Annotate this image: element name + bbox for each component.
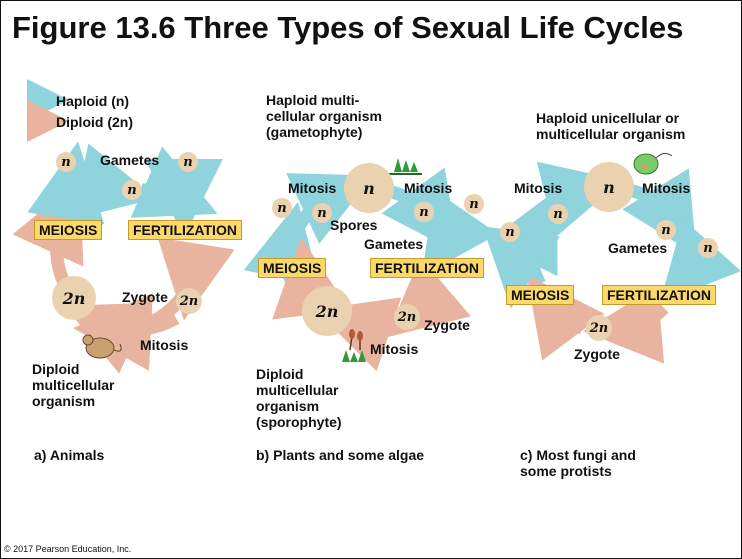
gametophyte-moss-illustration <box>388 158 422 174</box>
plants-mitosis-left-label: Mitosis <box>288 180 336 196</box>
plants-diploid-organism-label: Diploid multicellular organism (sporophy… <box>256 366 366 430</box>
animals-fertilization-label: FERTILIZATION <box>128 220 242 240</box>
plants-spore-cell-2: n <box>312 203 332 223</box>
fungal-cell-illustration <box>634 153 672 174</box>
fungi-left-arrow <box>516 240 520 270</box>
fungi-zygote-cell: 2n <box>586 315 612 341</box>
plants-haploid-organism-label: Haploid multi-cellular organism (gametop… <box>266 92 406 140</box>
animals-gamete-cell-right: n <box>178 152 198 172</box>
legend-diploid-label: Diploid (2n) <box>56 114 133 130</box>
mouse-illustration <box>83 335 121 358</box>
animals-gamete-cell-left: n <box>56 152 76 172</box>
fungi-cell-left-2: n <box>500 222 520 242</box>
animals-caption: a) Animals <box>34 447 104 463</box>
plants-diploid-cell: 2n <box>302 286 352 336</box>
animals-gametes-label: Gametes <box>100 152 159 168</box>
fungi-zygote-to-meiosis <box>550 306 582 328</box>
animals-haploid-top-right <box>142 190 182 198</box>
fungi-gamete-cell-2: n <box>698 238 718 258</box>
plants-mitosis-bottom-label: Mitosis <box>370 341 418 357</box>
animals-mitosis-label: Mitosis <box>140 337 188 353</box>
fungi-mitosis-left-label: Mitosis <box>514 180 562 196</box>
plants-mitosis-right-label: Mitosis <box>404 180 452 196</box>
plants-haploid-organism-cell: n <box>344 163 394 213</box>
fungi-haploid-cell: n <box>584 162 634 212</box>
plants-gamete-cell-2: n <box>464 194 484 214</box>
legend-haploid-label: Haploid (n) <box>56 93 129 109</box>
animals-diploid-cell: 2n <box>52 276 96 320</box>
plants-zygote-label: Zygote <box>424 317 470 333</box>
fungi-gamete-in <box>686 254 704 274</box>
plants-fert-down <box>416 282 436 312</box>
copyright-notice: © 2017 Pearson Education, Inc. <box>4 544 131 554</box>
fungi-cell-left-1: n <box>548 204 568 224</box>
figure-title: Figure 13.6 Three Types of Sexual Life C… <box>12 10 683 46</box>
plants-zygote-cell: 2n <box>394 304 420 330</box>
fungi-meiosis-label: MEIOSIS <box>506 285 574 305</box>
animals-gamete-cell-center: n <box>122 180 142 200</box>
plants-gamete-in <box>444 212 466 244</box>
plants-spores-label: Spores <box>330 217 377 233</box>
plants-gamete-cell-1: n <box>414 202 434 222</box>
plants-meiosis-up <box>306 276 308 292</box>
plants-meiosis-label: MEIOSIS <box>258 258 326 278</box>
fungi-fert-down <box>622 308 664 328</box>
animals-zygote-cell: 2n <box>176 288 202 314</box>
plants-fertilization-label: FERTILIZATION <box>370 258 484 278</box>
animals-haploid-top <box>80 189 118 196</box>
fungi-caption: c) Most fungi and some protists <box>520 447 670 479</box>
fungi-gametes-label: Gametes <box>608 240 667 256</box>
plants-gametes-label: Gametes <box>364 236 423 252</box>
plants-caption: b) Plants and some algae <box>256 447 424 463</box>
animals-meiosis-label: MEIOSIS <box>34 220 102 240</box>
animals-to-zygote <box>190 244 196 282</box>
animals-mitosis-arc <box>100 318 176 329</box>
fungi-mitosis-right-label: Mitosis <box>642 180 690 196</box>
sporophyte-moss-illustration <box>342 329 366 362</box>
plants-spore-cell-1: n <box>272 198 292 218</box>
legend-haploid: Haploid (n) <box>56 93 129 109</box>
fungi-organism-label: Haploid unicellular or multicellular org… <box>536 110 716 142</box>
plants-mitosis-bottom <box>352 322 392 325</box>
fungi-meiosis-up <box>532 224 540 284</box>
fungi-fertilization-label: FERTILIZATION <box>602 285 716 305</box>
legend-diploid: Diploid (2n) <box>56 114 133 130</box>
animals-organism-label: Diploid multicellular organism <box>32 361 142 409</box>
animals-haploid-top-left <box>66 180 72 218</box>
fungi-gamete-cell-1: n <box>656 220 676 240</box>
fungi-zygote-label: Zygote <box>574 346 620 362</box>
animals-zygote-label: Zygote <box>122 289 168 305</box>
